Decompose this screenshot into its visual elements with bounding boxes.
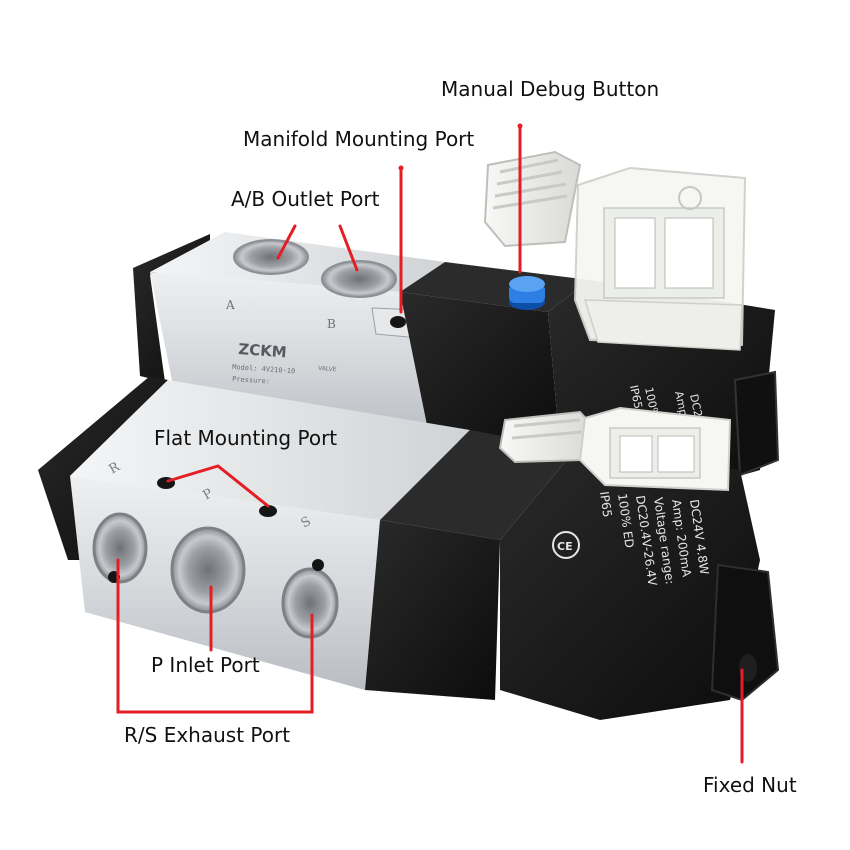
leader-ab-outlet-a — [276, 224, 297, 260]
front-end-plate — [38, 376, 168, 560]
leader-ab-outlet-b — [338, 224, 359, 272]
front-valve: R P S DC24V 4.8W Amp: 200mA Voltage rang… — [38, 376, 780, 720]
front-connector-cap — [498, 406, 732, 492]
port-b-hole — [321, 260, 397, 298]
rear-fixed-nut — [733, 370, 780, 477]
marking-pressure: Pressure: — [232, 375, 270, 386]
ce-mark-icon — [552, 531, 580, 559]
front-coil-body — [500, 450, 760, 720]
face-mounting-hole-2 — [312, 559, 324, 571]
callout-flat-mounting-port: Flat Mounting Port — [154, 426, 338, 450]
marking-port-b: B — [327, 317, 336, 331]
marking-valve-word: VALVE — [318, 365, 337, 373]
manifold-mounting-hole — [390, 316, 406, 328]
port-a-hole — [233, 239, 309, 275]
leader-flat-mounting-port — [166, 464, 270, 508]
callout-ab-outlet-port: A/B Outlet Port — [231, 187, 380, 211]
fixed-nut — [710, 563, 780, 702]
rear-coil-text-6: IP65 — [627, 384, 645, 410]
marking-brand: ZCKM — [238, 340, 288, 361]
callout-manifold-mounting-port: Manifold Mounting Port — [243, 127, 475, 151]
rear-solenoid-block-front — [400, 292, 560, 448]
marking-port-a: A — [225, 298, 235, 312]
callout-p-inlet-port: P Inlet Port — [151, 653, 260, 677]
leader-rs-exhaust-port — [116, 558, 314, 714]
front-coil-text-6: IP65 — [597, 490, 614, 518]
callout-rs-exhaust-port: R/S Exhaust Port — [124, 723, 291, 747]
rear-connector-cap — [483, 150, 747, 351]
callout-manual-debug-button: Manual Debug Button — [441, 77, 660, 101]
port-s-hole — [281, 567, 339, 639]
port-p-hole — [170, 526, 246, 614]
front-solenoid-block-front — [365, 520, 500, 700]
callout-fixed-nut: Fixed Nut — [703, 773, 797, 797]
leader-lines — [116, 123, 744, 764]
port-r-hole — [92, 512, 148, 584]
ce-mark-text: CE — [557, 540, 573, 553]
flat-mounting-hole-right — [259, 505, 277, 517]
rear-valve: A B ZCKM VALVE Model: 4V210-10 Pressure:… — [133, 150, 780, 490]
